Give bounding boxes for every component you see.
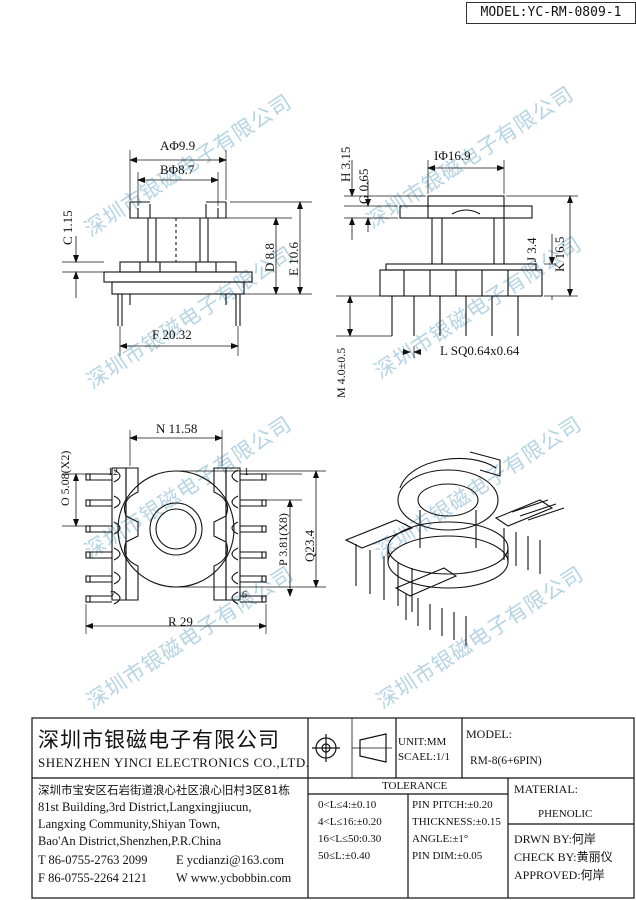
unit-label: UNIT:MM (398, 736, 447, 748)
angle: ANGLE:±1° (412, 833, 469, 845)
dim-g: G 0.65 (356, 168, 371, 204)
dim-m: M 4.0±0.5 (334, 347, 348, 398)
dim-i: IΦ16.9 (434, 148, 471, 163)
dim-c: C 1.15 (60, 210, 75, 245)
tolerance-row-2: 4<L≤16:±0.20 (318, 816, 382, 828)
isometric-view (344, 451, 565, 646)
dim-o: O 5.08(X2) (58, 450, 72, 506)
dim-e: E 10.6 (286, 242, 301, 276)
top-view (62, 430, 326, 634)
address-en-line-3: Bao'An District,Shenzhen,P.R.China (38, 834, 222, 848)
pin-label-7: 7 (110, 590, 115, 601)
front-view (62, 150, 312, 356)
dim-d: D 8.8 (262, 243, 277, 272)
dim-k: K 16.5 (552, 236, 567, 272)
side-view (336, 160, 578, 358)
dim-f: F 20.32 (152, 327, 192, 342)
pin-label-1: 1 (244, 467, 249, 478)
dim-r: R 29 (168, 614, 193, 629)
dim-b: BΦ8.7 (160, 162, 195, 177)
approved-by: APPROVED:何岸 (514, 868, 605, 882)
thickness: THICKNESS:±0.15 (412, 816, 501, 828)
company-name-en: SHENZHEN YINCI ELECTRONICS CO.,LTD. (38, 755, 310, 770)
tolerance-title: TOLERANCE (382, 780, 448, 792)
address-en-line-2: Langxing Community,Shiyan Town, (38, 817, 221, 831)
left-pin-row (85, 473, 112, 603)
drawn-by: DRWN BY:何岸 (514, 832, 596, 846)
dim-q: Q23.4 (302, 529, 317, 562)
material-label: MATERIAL: (514, 782, 578, 796)
address-en-line-1: 81st Building,3rd District,Langxingjiucu… (38, 800, 252, 814)
pin-pitch: PIN PITCH:±0.20 (412, 799, 493, 811)
address-cn: 深圳市宝安区石岩街道浪心社区浪心旧村3区81栋 (38, 783, 290, 797)
fax: F 86-0755-2264 2121 (38, 871, 148, 885)
dim-n: N 11.58 (156, 421, 198, 436)
model-value: RM-8(6+6PIN) (470, 755, 542, 767)
website: W www.ycbobbin.com (176, 871, 292, 885)
tolerance-row-3: 16<L≤50:0.30 (318, 833, 382, 845)
dim-l: L SQ0.64x0.64 (440, 343, 520, 358)
material-value: PHENOLIC (538, 808, 593, 820)
dim-p: P 3.81(X8) (276, 513, 290, 566)
company-name-cn: 深圳市银磁电子有限公司 (38, 728, 280, 752)
dim-h: H 3.15 (338, 146, 353, 182)
pin-label-12: 12 (108, 467, 118, 478)
right-pin-row (240, 473, 267, 603)
pin-label-6: 6 (242, 590, 247, 601)
model-label: MODEL: (466, 727, 512, 741)
scale-label: SCAEL:1/1 (398, 751, 450, 763)
title-block-frame (31, 717, 635, 899)
tolerance-row-1: 0<L≤4:±0.10 (318, 799, 377, 811)
dim-j: J 3.4 (524, 237, 539, 262)
telephone: T 86-0755-2763 2099 (38, 853, 148, 867)
pin-dim: PIN DIM:±0.05 (412, 850, 483, 862)
email: E ycdianzi@163.com (176, 853, 285, 867)
check-by: CHECK BY:黄丽仪 (514, 850, 613, 864)
tolerance-row-4: 50≤L:±0.40 (318, 850, 371, 862)
dim-a: AΦ9.9 (160, 138, 196, 153)
model-tag: MODEL:YC-RM-0809-1 (466, 2, 636, 24)
